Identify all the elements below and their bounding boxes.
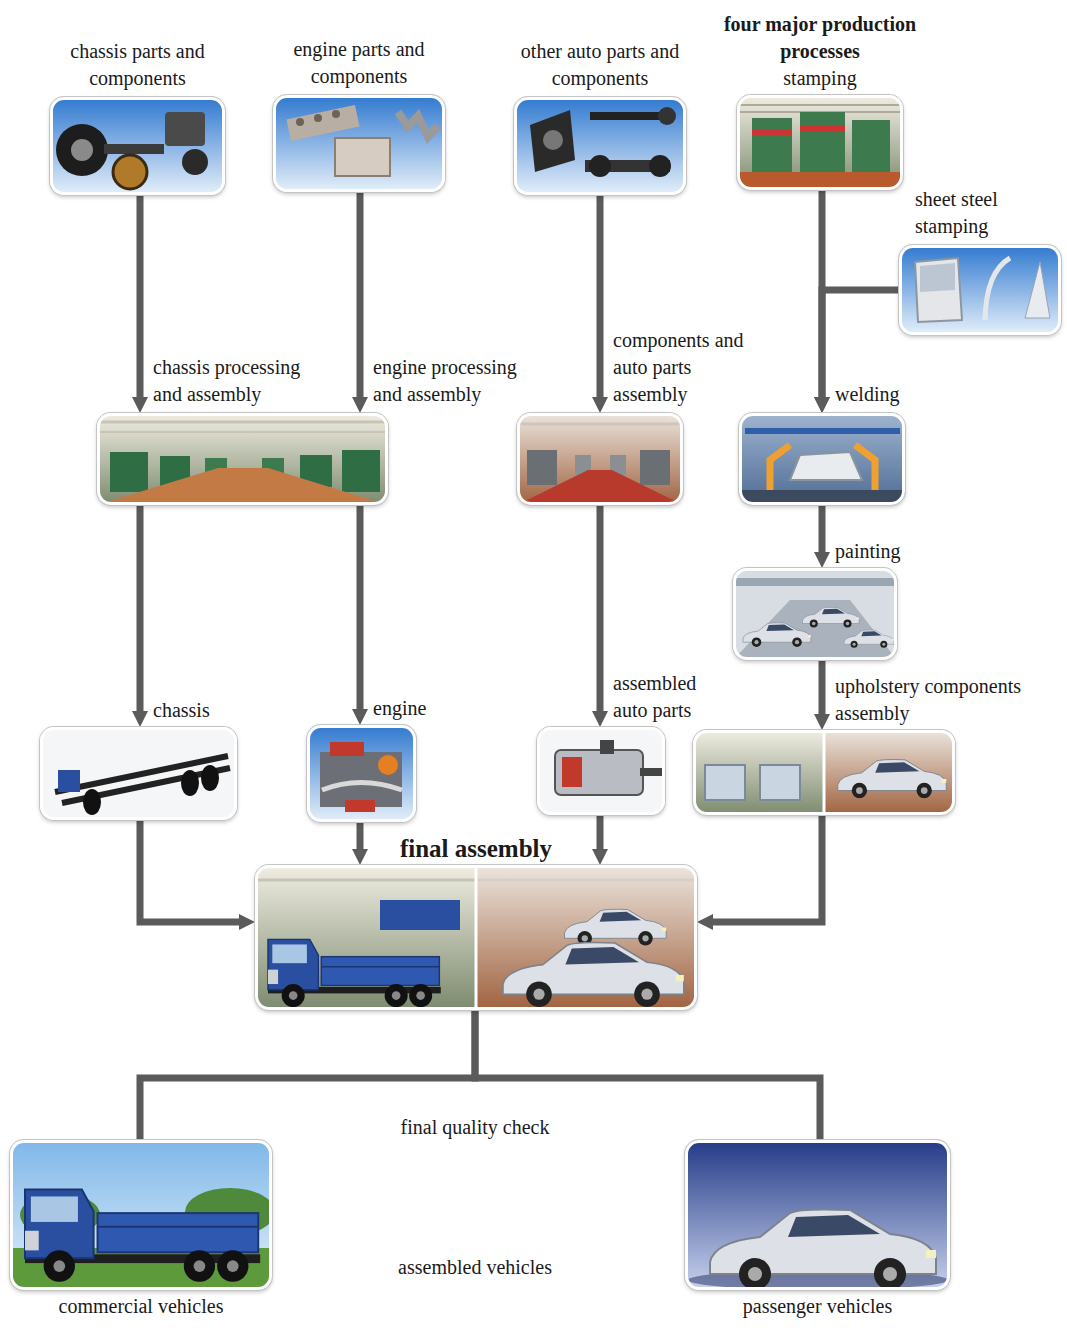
image-box: commercial vehicles	[10, 1140, 272, 1290]
caption-text: sheet steel stamping	[915, 186, 1040, 240]
caption-text: chassis processing and assembly	[153, 354, 303, 408]
image-box: final assembly	[255, 865, 697, 1010]
flow-connector	[713, 815, 822, 922]
annotation-label: assembled vehicles	[398, 1254, 552, 1281]
caption-group: components and auto parts assembly	[613, 327, 763, 408]
flow-connector	[357, 192, 364, 397]
image-box: engine parts and components	[273, 95, 445, 192]
caption-group: engine parts and components	[259, 36, 459, 90]
flow-connector	[597, 505, 604, 711]
caption-text: final assembly	[326, 833, 626, 864]
flow-connector	[822, 290, 899, 397]
flow-connector	[819, 660, 826, 714]
caption-text: commercial vehicles	[10, 1293, 272, 1320]
caption-group: sheet steel stamping	[915, 186, 1040, 240]
caption-text: chassis	[153, 697, 273, 724]
caption-text: assembled auto parts	[613, 670, 733, 724]
caption-group: chassis processing and assembly	[153, 354, 303, 408]
caption-group: engine	[373, 695, 493, 722]
caption-group: commercial vehicles	[10, 1293, 272, 1320]
caption-text: stamping	[710, 65, 930, 92]
caption-group: engine processing and assembly	[373, 354, 523, 408]
caption-group: chassis	[153, 697, 273, 724]
caption-text: engine processing and assembly	[373, 354, 523, 408]
caption-group: chassis parts and components	[38, 38, 238, 92]
caption-text: painting	[835, 538, 955, 565]
image-box: assembled auto parts	[537, 727, 665, 815]
caption-text: four major production processes	[710, 11, 930, 65]
flow-connector	[137, 505, 144, 711]
image-box: painting	[733, 568, 897, 660]
image-box: chassis processing and assemblyengine pr…	[97, 413, 388, 505]
image-box: passenger vehicles	[685, 1140, 950, 1290]
caption-group: four major production processesstamping	[710, 11, 930, 92]
flow-connector	[140, 820, 239, 922]
image-box: components and auto parts assembly	[517, 413, 683, 505]
image-box: welding	[739, 413, 905, 505]
caption-group: final assembly	[326, 833, 626, 864]
flow-connector	[597, 815, 604, 849]
caption-text: welding	[835, 381, 955, 408]
caption-group: painting	[835, 538, 955, 565]
flow-connector	[137, 195, 144, 397]
caption-group: upholstery components assembly	[835, 673, 1050, 727]
flow-connector	[597, 195, 604, 397]
image-box: chassis	[40, 727, 237, 820]
flow-connector	[357, 822, 364, 849]
caption-text: engine	[373, 695, 493, 722]
caption-text: passenger vehicles	[685, 1293, 950, 1320]
caption-group: welding	[835, 381, 955, 408]
caption-text: components and auto parts assembly	[613, 327, 763, 408]
flow-connector	[357, 505, 364, 709]
flow-connector	[819, 505, 826, 552]
caption-group: passenger vehicles	[685, 1293, 950, 1320]
caption-text: upholstery components assembly	[835, 673, 1050, 727]
annotation-label: final quality check	[401, 1114, 550, 1141]
caption-text: chassis parts and components	[38, 38, 238, 92]
image-box: other auto parts and components	[514, 97, 686, 195]
caption-group: assembled auto parts	[613, 670, 733, 724]
image-box: upholstery components assembly	[693, 730, 955, 815]
caption-text: engine parts and components	[259, 36, 459, 90]
image-box: sheet steel stamping	[899, 245, 1061, 335]
caption-text: other auto parts and components	[500, 38, 700, 92]
caption-group: other auto parts and components	[500, 38, 700, 92]
image-box: engine	[307, 725, 416, 822]
image-box: chassis parts and components	[50, 97, 225, 195]
image-box: four major production processesstamping	[737, 95, 903, 190]
